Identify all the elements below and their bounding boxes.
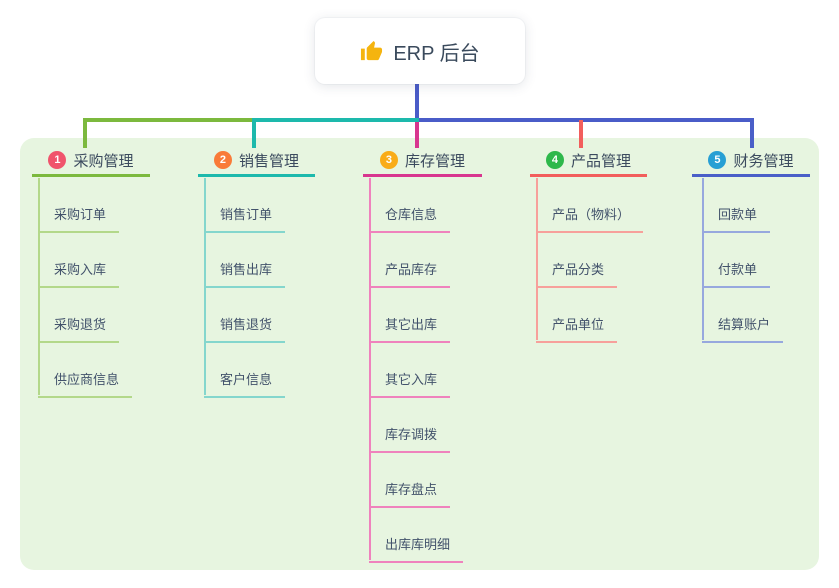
branch-number-badge: 3 [379, 151, 398, 169]
child-node[interactable]: 付款单 [702, 259, 771, 288]
branch-drop-line [415, 122, 419, 148]
child-node[interactable]: 销售订单 [204, 204, 286, 233]
child-node[interactable]: 库存调拨 [369, 424, 451, 453]
child-node[interactable]: 销售出库 [204, 259, 286, 288]
child-node[interactable]: 供应商信息 [38, 369, 133, 398]
child-node[interactable]: 销售退货 [204, 314, 286, 343]
branch-header-2[interactable]: 2 销售管理 [198, 146, 315, 177]
branches-panel [20, 138, 819, 570]
branch-number-badge: 2 [213, 151, 232, 169]
branch-header-3[interactable]: 3 库存管理 [363, 146, 482, 177]
child-node[interactable]: 采购入库 [38, 259, 120, 288]
child-node[interactable]: 结算账户 [702, 314, 784, 343]
branch-drop-line [83, 118, 87, 148]
branch-number-badge: 4 [545, 151, 564, 169]
child-node[interactable]: 产品（物料） [536, 204, 644, 233]
child-node[interactable]: 仓库信息 [369, 204, 451, 233]
branch-label: 产品管理 [570, 152, 631, 170]
root-label: ERP 后台 [393, 42, 480, 65]
branch-label: 库存管理 [404, 152, 465, 170]
root-connector-line [415, 84, 419, 120]
branch-drop-line [750, 118, 754, 148]
child-node[interactable]: 出库库明细 [369, 534, 464, 563]
child-node[interactable]: 产品分类 [536, 259, 618, 288]
branch-spine-line [702, 178, 704, 340]
child-node[interactable]: 客户信息 [204, 369, 286, 398]
branch-spine-line [369, 178, 371, 560]
branch-header-5[interactable]: 5 财务管理 [692, 146, 810, 177]
root-node[interactable]: ERP 后台 [315, 18, 525, 84]
connector-bar-segment [419, 118, 754, 122]
branch-drop-line [252, 118, 256, 148]
connector-bar-segment [83, 118, 254, 122]
branch-drop-line [579, 120, 583, 148]
connector-bar-segment [254, 118, 419, 122]
child-node[interactable]: 产品单位 [536, 314, 618, 343]
branch-label: 财务管理 [733, 152, 794, 170]
child-node[interactable]: 其它出库 [369, 314, 451, 343]
branch-spine-line [536, 178, 538, 340]
branch-number-badge: 5 [708, 151, 727, 169]
thumbs-up-icon [360, 40, 383, 63]
child-node[interactable]: 采购订单 [38, 204, 120, 233]
child-node[interactable]: 回款单 [702, 204, 771, 233]
branch-label: 采购管理 [73, 152, 134, 170]
child-node[interactable]: 采购退货 [38, 314, 120, 343]
branch-header-1[interactable]: 1 采购管理 [32, 146, 150, 177]
branch-header-4[interactable]: 4 产品管理 [530, 146, 647, 177]
branch-number-badge: 1 [48, 151, 67, 169]
child-node[interactable]: 库存盘点 [369, 479, 451, 508]
branch-label: 销售管理 [238, 152, 299, 170]
child-node[interactable]: 其它入库 [369, 369, 451, 398]
child-node[interactable]: 产品库存 [369, 259, 451, 288]
